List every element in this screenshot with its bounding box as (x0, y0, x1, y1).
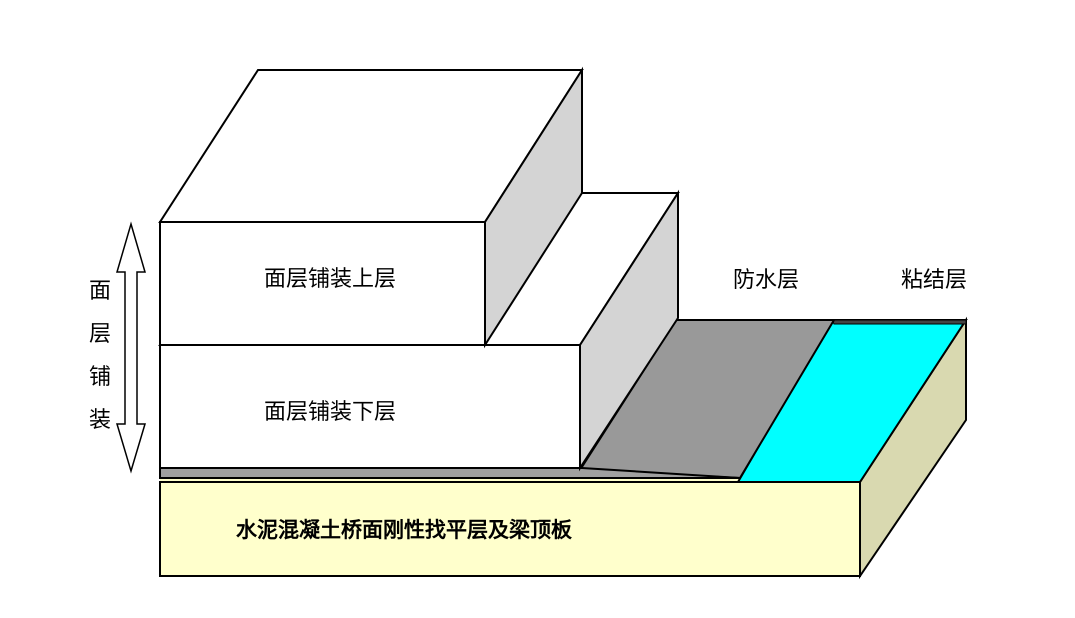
lower-layer-label: 面层铺装下层 (264, 400, 396, 425)
side-label-char-3: 铺 (89, 365, 111, 390)
side-label-char-4: 装 (89, 408, 111, 433)
base-slab-front (159, 481, 861, 577)
bonding-layer-edge (831, 319, 967, 325)
double-arrow (115, 221, 147, 474)
waterproof-layer-label: 防水层 (733, 268, 799, 293)
bonding-layer-label: 粘结层 (901, 268, 967, 293)
upper-layer-front (159, 221, 486, 346)
side-label-char-1: 面 (89, 279, 111, 304)
side-label-char-2: 层 (89, 322, 111, 347)
base-layer-label: 水泥混凝土桥面刚性找平层及梁顶板 (236, 518, 573, 542)
lower-layer-front (159, 344, 581, 469)
upper-layer-block (158, 66, 584, 349)
upper-layer-label: 面层铺装上层 (264, 267, 396, 292)
